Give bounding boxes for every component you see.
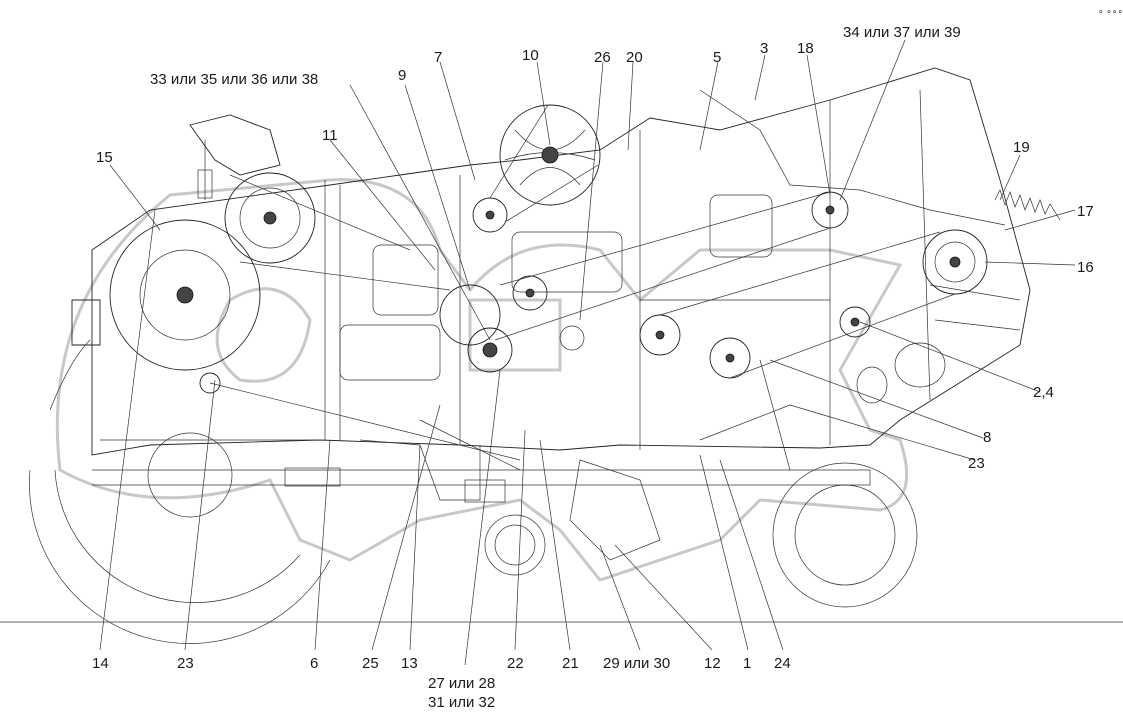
wheels [0, 432, 1123, 644]
callout-7: 7 [434, 49, 442, 66]
callout-24: 24 [774, 655, 791, 672]
belts [209, 104, 956, 471]
callout-22: 22 [507, 655, 524, 672]
access-panels [284, 194, 946, 503]
callout-31-32: 31 или 32 [428, 694, 495, 711]
callout-17: 17 [1077, 203, 1094, 220]
callout-25: 25 [362, 655, 379, 672]
callout-5: 5 [713, 49, 721, 66]
callout-3: 3 [760, 40, 768, 57]
callout-34-37-39: 34 или 37 или 39 [843, 24, 961, 41]
callout-23-right: 23 [968, 455, 985, 472]
watermark [55, 178, 909, 582]
leader-lines [99, 39, 1076, 666]
corner-mark: ∘ ∘∘∘ [1098, 6, 1123, 16]
callout-14: 14 [92, 655, 109, 672]
callout-26: 26 [594, 49, 611, 66]
callout-labels: 10 26 20 7 5 3 18 34 или 37 или 39 33 ил… [92, 6, 1123, 711]
callout-2-4: 2,4 [1033, 384, 1054, 401]
callout-19: 19 [1013, 139, 1030, 156]
callout-18: 18 [797, 40, 814, 57]
callout-29-30: 29 или 30 [603, 655, 670, 672]
callout-12: 12 [704, 655, 721, 672]
callout-21: 21 [562, 655, 579, 672]
callout-13: 13 [401, 655, 418, 672]
callout-1: 1 [743, 655, 751, 672]
callout-11: 11 [322, 127, 338, 144]
main-frame [91, 67, 1061, 561]
callout-33-35-36-38: 33 или 35 или 36 или 38 [150, 71, 318, 88]
callout-27-28: 27 или 28 [428, 675, 495, 692]
callout-16: 16 [1077, 259, 1094, 276]
callout-6: 6 [310, 655, 318, 672]
top-linkage [49, 114, 281, 411]
callout-20: 20 [626, 49, 643, 66]
callout-15: 15 [96, 149, 113, 166]
callout-10: 10 [522, 47, 539, 64]
callout-9: 9 [398, 67, 406, 84]
pulleys [109, 104, 988, 394]
callout-8: 8 [983, 429, 991, 446]
callout-23-left: 23 [177, 655, 194, 672]
